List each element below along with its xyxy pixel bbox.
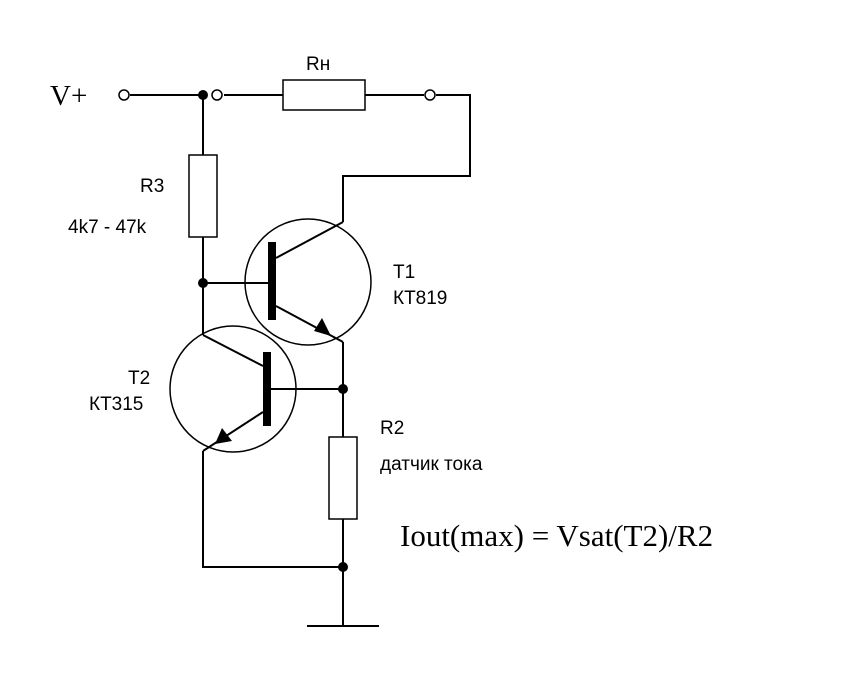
supply-label: V+	[50, 80, 87, 112]
supply-terminal	[118, 89, 130, 101]
r2-note: датчик тока	[380, 454, 483, 475]
load-terminal-left	[211, 89, 223, 101]
t1-name: T1	[393, 262, 415, 283]
t2-part: КТ315	[89, 394, 143, 415]
junction-dot	[198, 90, 208, 100]
r3-resistor	[188, 154, 218, 238]
r3-value: 4k7 - 47k	[68, 217, 147, 238]
supply-rail	[130, 94, 471, 222]
load-terminal-right	[424, 89, 436, 101]
junction-dot	[338, 384, 348, 394]
t1-transistor	[244, 218, 372, 346]
formula: Iout(max) = Vsat(T2)/R2	[400, 518, 713, 553]
r2-resistor	[328, 436, 358, 520]
t1-part: КТ819	[393, 288, 447, 309]
r3-name: R3	[140, 176, 164, 197]
junction-dot	[198, 278, 208, 288]
r2-name: R2	[380, 418, 404, 439]
load-resistor	[282, 79, 366, 111]
t2-name: T2	[128, 368, 150, 389]
load-label: Rн	[306, 54, 330, 75]
junction-dot	[338, 562, 348, 572]
